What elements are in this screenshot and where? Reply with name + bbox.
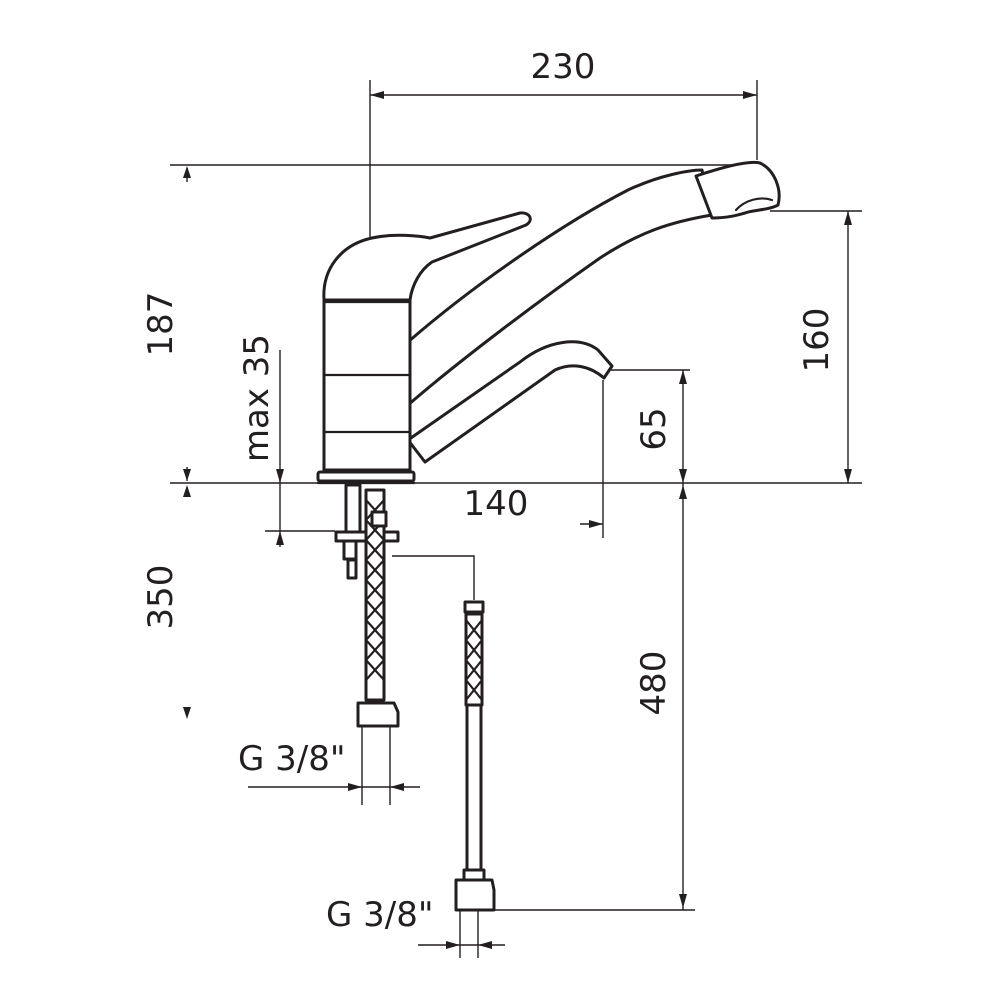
faucet-illustration <box>316 160 781 912</box>
dimension-140: 140 <box>464 484 529 524</box>
dimension-230: 230 <box>531 47 596 87</box>
dimension-187: 187 <box>141 292 181 357</box>
lever-cap <box>322 211 532 302</box>
lower-spout <box>406 340 614 464</box>
dimension-lines <box>170 80 862 958</box>
thread-label-bottom: G 3/8" <box>326 895 434 935</box>
dimension-max-35: max 35 <box>237 334 277 462</box>
dimension-160: 160 <box>797 308 837 373</box>
dimension-65: 65 <box>634 407 674 450</box>
dimension-350: 350 <box>141 565 181 630</box>
left-hose-nut <box>356 701 400 728</box>
body-cylinder <box>322 298 412 472</box>
dimension-480: 480 <box>634 651 674 716</box>
aerator <box>694 160 781 220</box>
right-hose-nut <box>454 878 496 912</box>
thread-label-left: G 3/8" <box>238 739 346 779</box>
